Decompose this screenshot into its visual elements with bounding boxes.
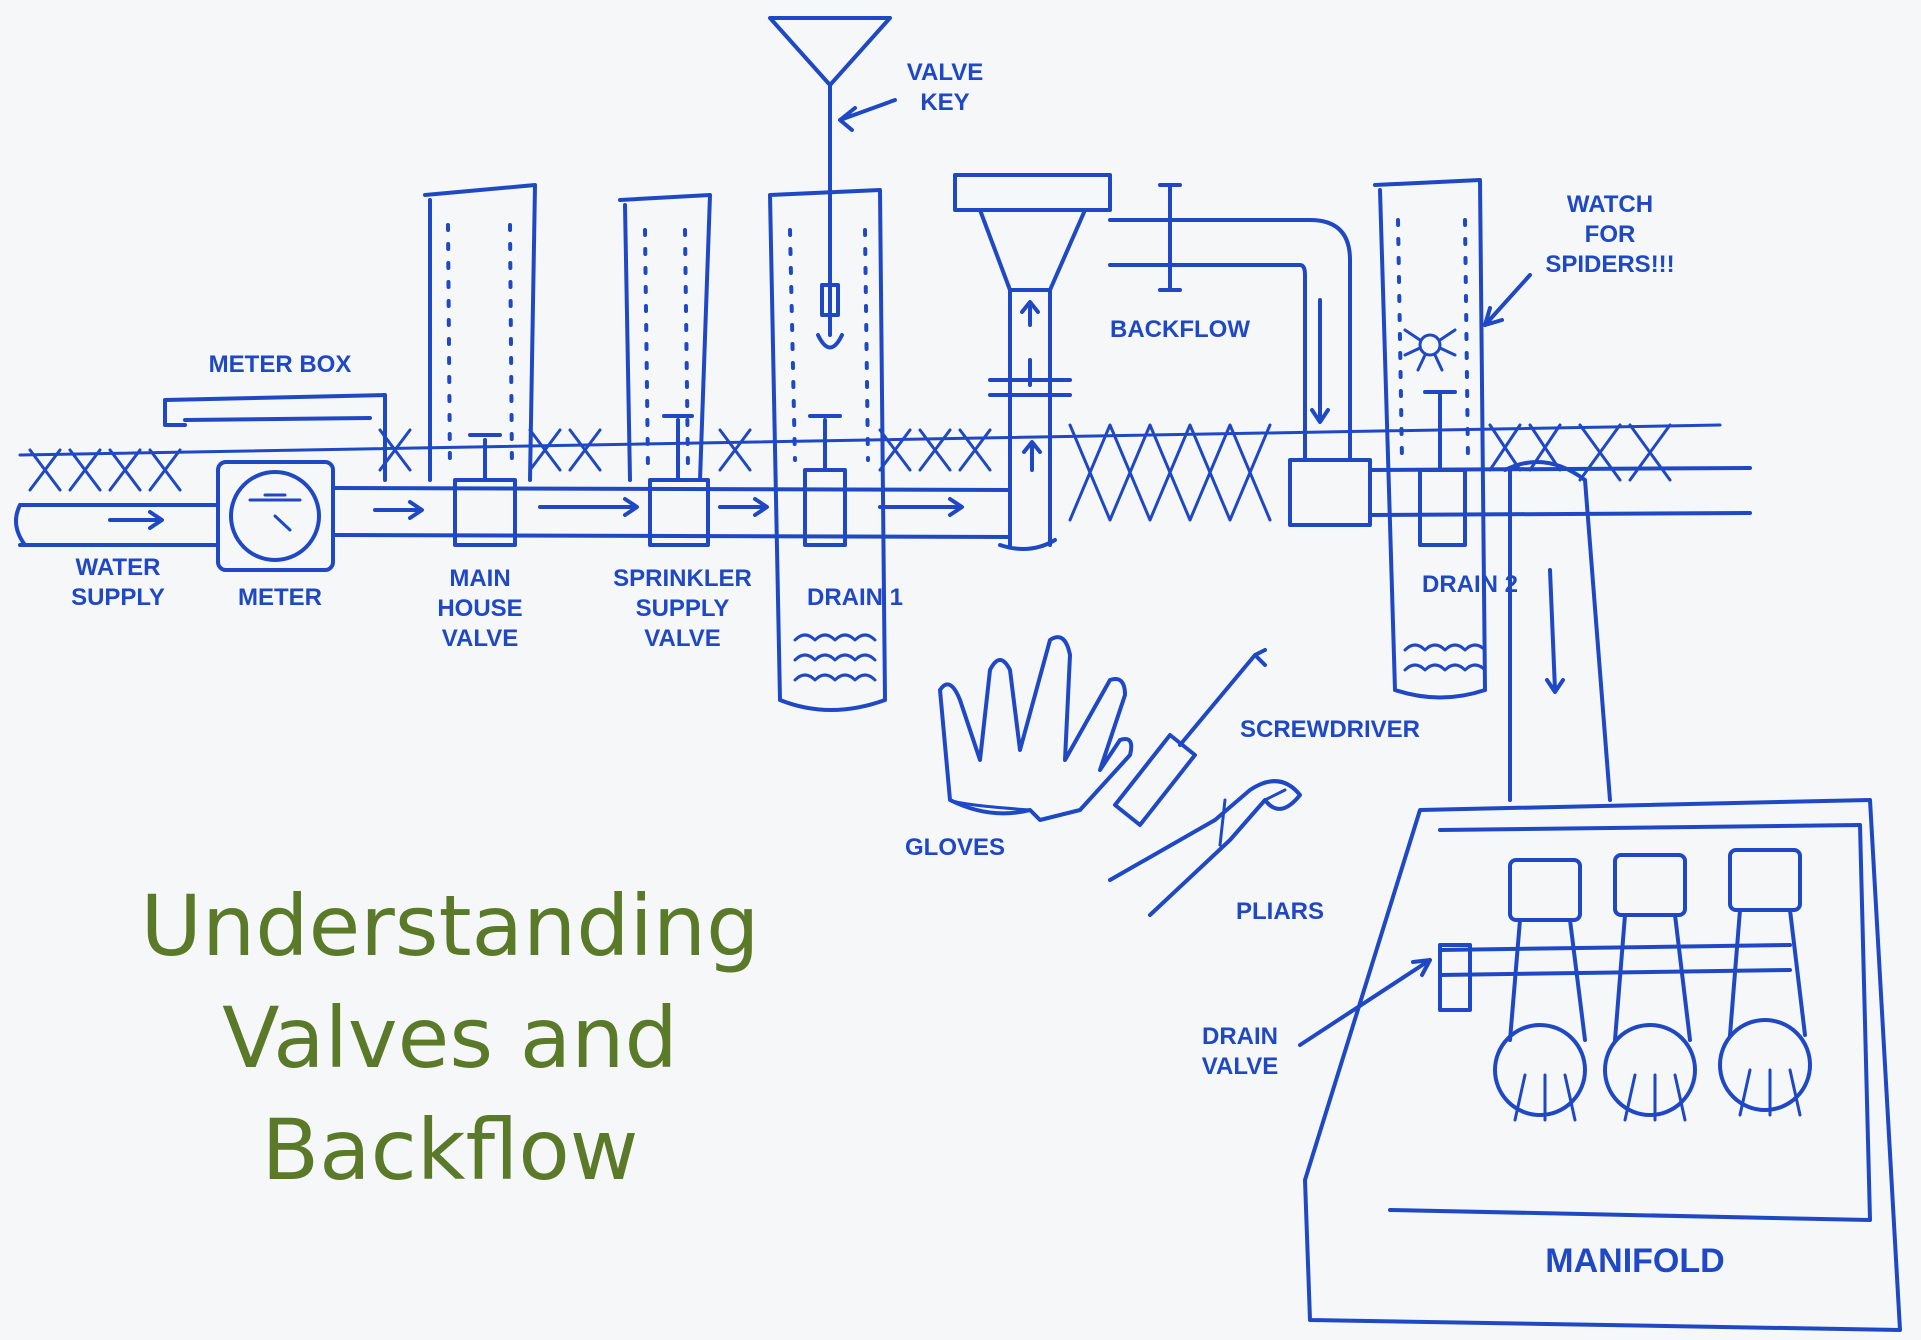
gravel xyxy=(1403,643,1487,672)
label-meter: METER xyxy=(238,584,322,611)
label-drain-valve: DRAIN VALVE xyxy=(1201,1023,1279,1080)
meter-box xyxy=(163,393,387,482)
arrow-icon xyxy=(878,497,964,517)
label-sprinkler-supply-valve: SPRINKLER SUPPLY VALVE xyxy=(613,565,752,652)
label-backflow: BACKFLOW xyxy=(1110,316,1250,343)
gravel xyxy=(793,633,877,682)
arrow-icon xyxy=(1020,300,1040,327)
sprinkler-valve-icon xyxy=(1493,858,1587,1122)
page-title: Understanding Valves and Backflow xyxy=(140,877,760,1199)
label-drain-1: DRAIN 1 xyxy=(806,584,903,611)
gauge-icon xyxy=(229,470,321,562)
arrow-icon xyxy=(718,497,769,517)
arrow-icon xyxy=(1022,440,1042,472)
valve-key xyxy=(768,16,892,350)
valve-box-main xyxy=(423,183,537,482)
main-pipe xyxy=(331,486,1012,539)
backflow-preventer xyxy=(953,173,1112,292)
label-watch-for-spiders: WATCH FOR SPIDERS!!! xyxy=(1545,191,1675,278)
arrow-icon xyxy=(1298,958,1432,1047)
ground-hatch xyxy=(18,423,1722,522)
label-main-house-valve: MAIN HOUSE VALVE xyxy=(437,565,523,652)
label-screwdriver: SCREWDRIVER xyxy=(1239,716,1420,743)
label-pliars: PLIARS xyxy=(1235,898,1324,925)
valve-box-sprinkler xyxy=(618,193,712,482)
meter xyxy=(216,460,335,572)
supply-pipe xyxy=(14,503,217,547)
label-gloves: GLOVES xyxy=(904,834,1006,861)
valve-box-drain-1 xyxy=(768,188,887,712)
manifold-box xyxy=(1303,798,1902,1332)
arrow-icon xyxy=(373,500,424,520)
glove-icon xyxy=(938,635,1134,822)
spider-icon xyxy=(1403,328,1457,372)
arrow-icon xyxy=(538,497,639,517)
arrow-icon xyxy=(1483,273,1532,327)
label-manifold: MANIFOLD xyxy=(1545,1242,1725,1280)
pliers-icon xyxy=(1108,779,1302,917)
arrow-icon xyxy=(838,98,897,132)
drain-1-valve xyxy=(803,414,847,547)
sprinkler-valve-icon xyxy=(1603,853,1697,1122)
drain-valve xyxy=(1438,943,1472,1012)
arrow-icon xyxy=(1545,568,1565,694)
label-water-supply: WATER SUPPLY xyxy=(71,554,165,611)
screwdriver-icon xyxy=(1113,648,1267,827)
label-valve-key: VALVE KEY xyxy=(906,59,984,116)
label-drain-2: DRAIN 2 xyxy=(1421,571,1518,598)
sprinkler-valve-icon xyxy=(1718,848,1812,1117)
backflow-pipe xyxy=(1108,218,1352,462)
arrow-icon xyxy=(1310,298,1330,424)
manifold-feed-pipe xyxy=(1503,460,1612,802)
label-meter-box: METER BOX xyxy=(208,351,352,378)
valve-box-drain-2 xyxy=(1373,178,1487,700)
arrow-icon xyxy=(108,510,164,530)
drain-2-valve xyxy=(1418,390,1467,547)
